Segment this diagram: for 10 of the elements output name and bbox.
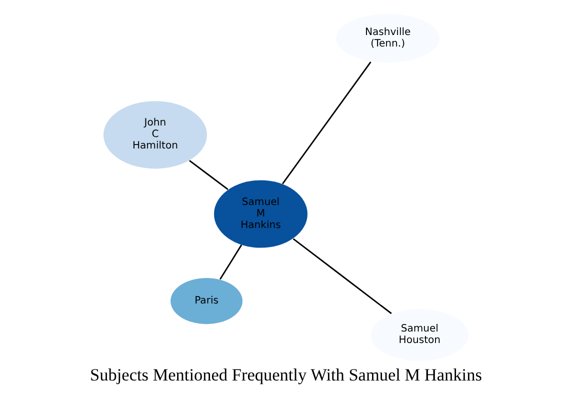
node-ellipse: Samuel M Hankins	[214, 180, 307, 248]
node-ellipse: Paris	[170, 278, 242, 324]
connector	[282, 62, 371, 184]
connector	[188, 160, 228, 190]
connector	[219, 244, 242, 280]
connector	[292, 238, 392, 314]
node-ellipse: Nashville (Tenn.)	[336, 14, 440, 63]
node-ellipse: Samuel Houston	[370, 309, 468, 361]
diagram-title: Subjects Mentioned Frequently With Samuel M Hankins	[90, 365, 482, 384]
node-ellipse: John C Hamilton	[102, 101, 206, 169]
